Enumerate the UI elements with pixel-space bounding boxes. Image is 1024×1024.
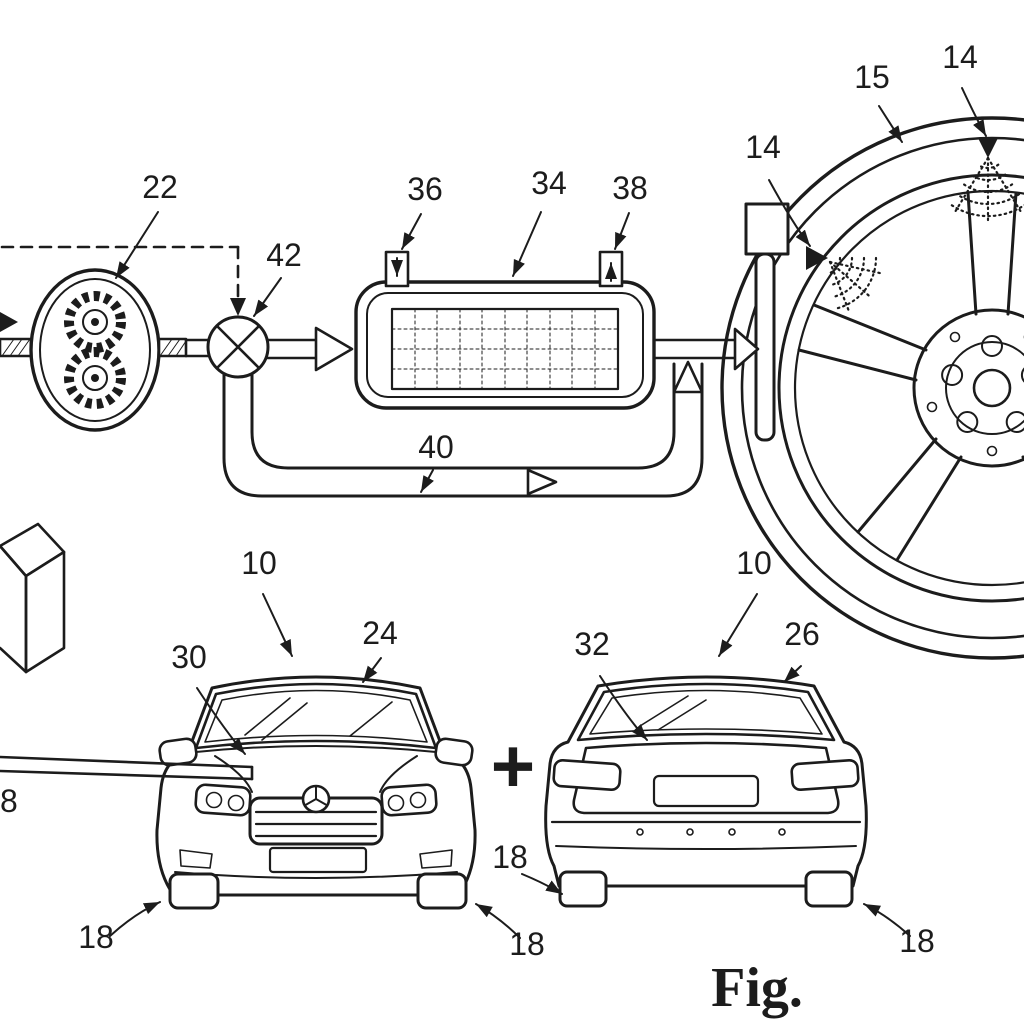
- spray-nozzle-upper: [950, 138, 1024, 220]
- label-rear-screen: 26: [784, 616, 820, 652]
- plus-symbol: +: [491, 724, 535, 809]
- lug-bolt: [1007, 412, 1024, 432]
- inlet-arrow: [0, 312, 18, 332]
- right-mirror: [435, 738, 474, 767]
- label-outlet-port: 38: [612, 170, 648, 206]
- rear-left-tire: [560, 872, 606, 906]
- nozzle-icon: [978, 138, 998, 158]
- right-taillight: [791, 760, 859, 791]
- rear-right-tire: [806, 872, 852, 906]
- flow-arrow: [528, 470, 556, 494]
- label-tire: 15: [854, 59, 890, 95]
- label-wheel-front-left: 18: [78, 919, 114, 955]
- front-vehicle: [157, 677, 475, 908]
- label-nozzle-lower: 14: [745, 129, 781, 165]
- label-wheel-rear-left: 18: [492, 839, 528, 875]
- front-plate: [270, 848, 366, 872]
- label-vehicle-front: 10: [241, 545, 277, 581]
- front-right-tire: [418, 874, 466, 908]
- label-rear-window: 32: [574, 626, 610, 662]
- valve-to-unit-pipe: [268, 328, 352, 370]
- label-wheel-rear-right: 18: [899, 923, 935, 959]
- control-arrow: [230, 298, 246, 316]
- front-left-tire: [170, 874, 218, 908]
- unit-to-wheel-pipe: [654, 329, 758, 369]
- nozzle-bracket: [746, 204, 788, 254]
- gear-pump: [0, 270, 159, 430]
- label-bypass-line: 40: [418, 429, 454, 465]
- label-nozzle-upper: 14: [942, 39, 978, 75]
- spray-bar: [756, 254, 774, 440]
- reservoir-box: [0, 524, 64, 672]
- left-taillight: [553, 760, 621, 791]
- label-pump: 22: [142, 169, 178, 205]
- flow-arrow: [674, 362, 702, 392]
- label-inlet-port: 36: [407, 171, 443, 207]
- rear-vehicle: [546, 677, 867, 906]
- conditioning-unit: [356, 252, 654, 408]
- spray-nozzle-lower: [806, 246, 882, 312]
- flow-arrow: [316, 328, 352, 370]
- pump-to-valve-pipe: [159, 339, 210, 356]
- label-control-valve: 42: [266, 237, 302, 273]
- rear-plate-recess: [654, 776, 758, 806]
- wheel-hub: [914, 310, 1024, 466]
- label-windshield: 24: [362, 615, 398, 651]
- label-reservoir: 8: [0, 783, 18, 819]
- lug-bolt: [982, 336, 1002, 356]
- mixing-valve: [208, 317, 268, 377]
- figure-caption: Fig.: [711, 957, 803, 1019]
- rim-outer: [779, 175, 1024, 601]
- lug-bolt: [942, 365, 962, 385]
- label-conditioning-unit: 34: [531, 165, 567, 201]
- label-hood-nozzle: 30: [171, 639, 207, 675]
- left-mirror: [159, 738, 198, 767]
- label-vehicle-rear: 10: [736, 545, 772, 581]
